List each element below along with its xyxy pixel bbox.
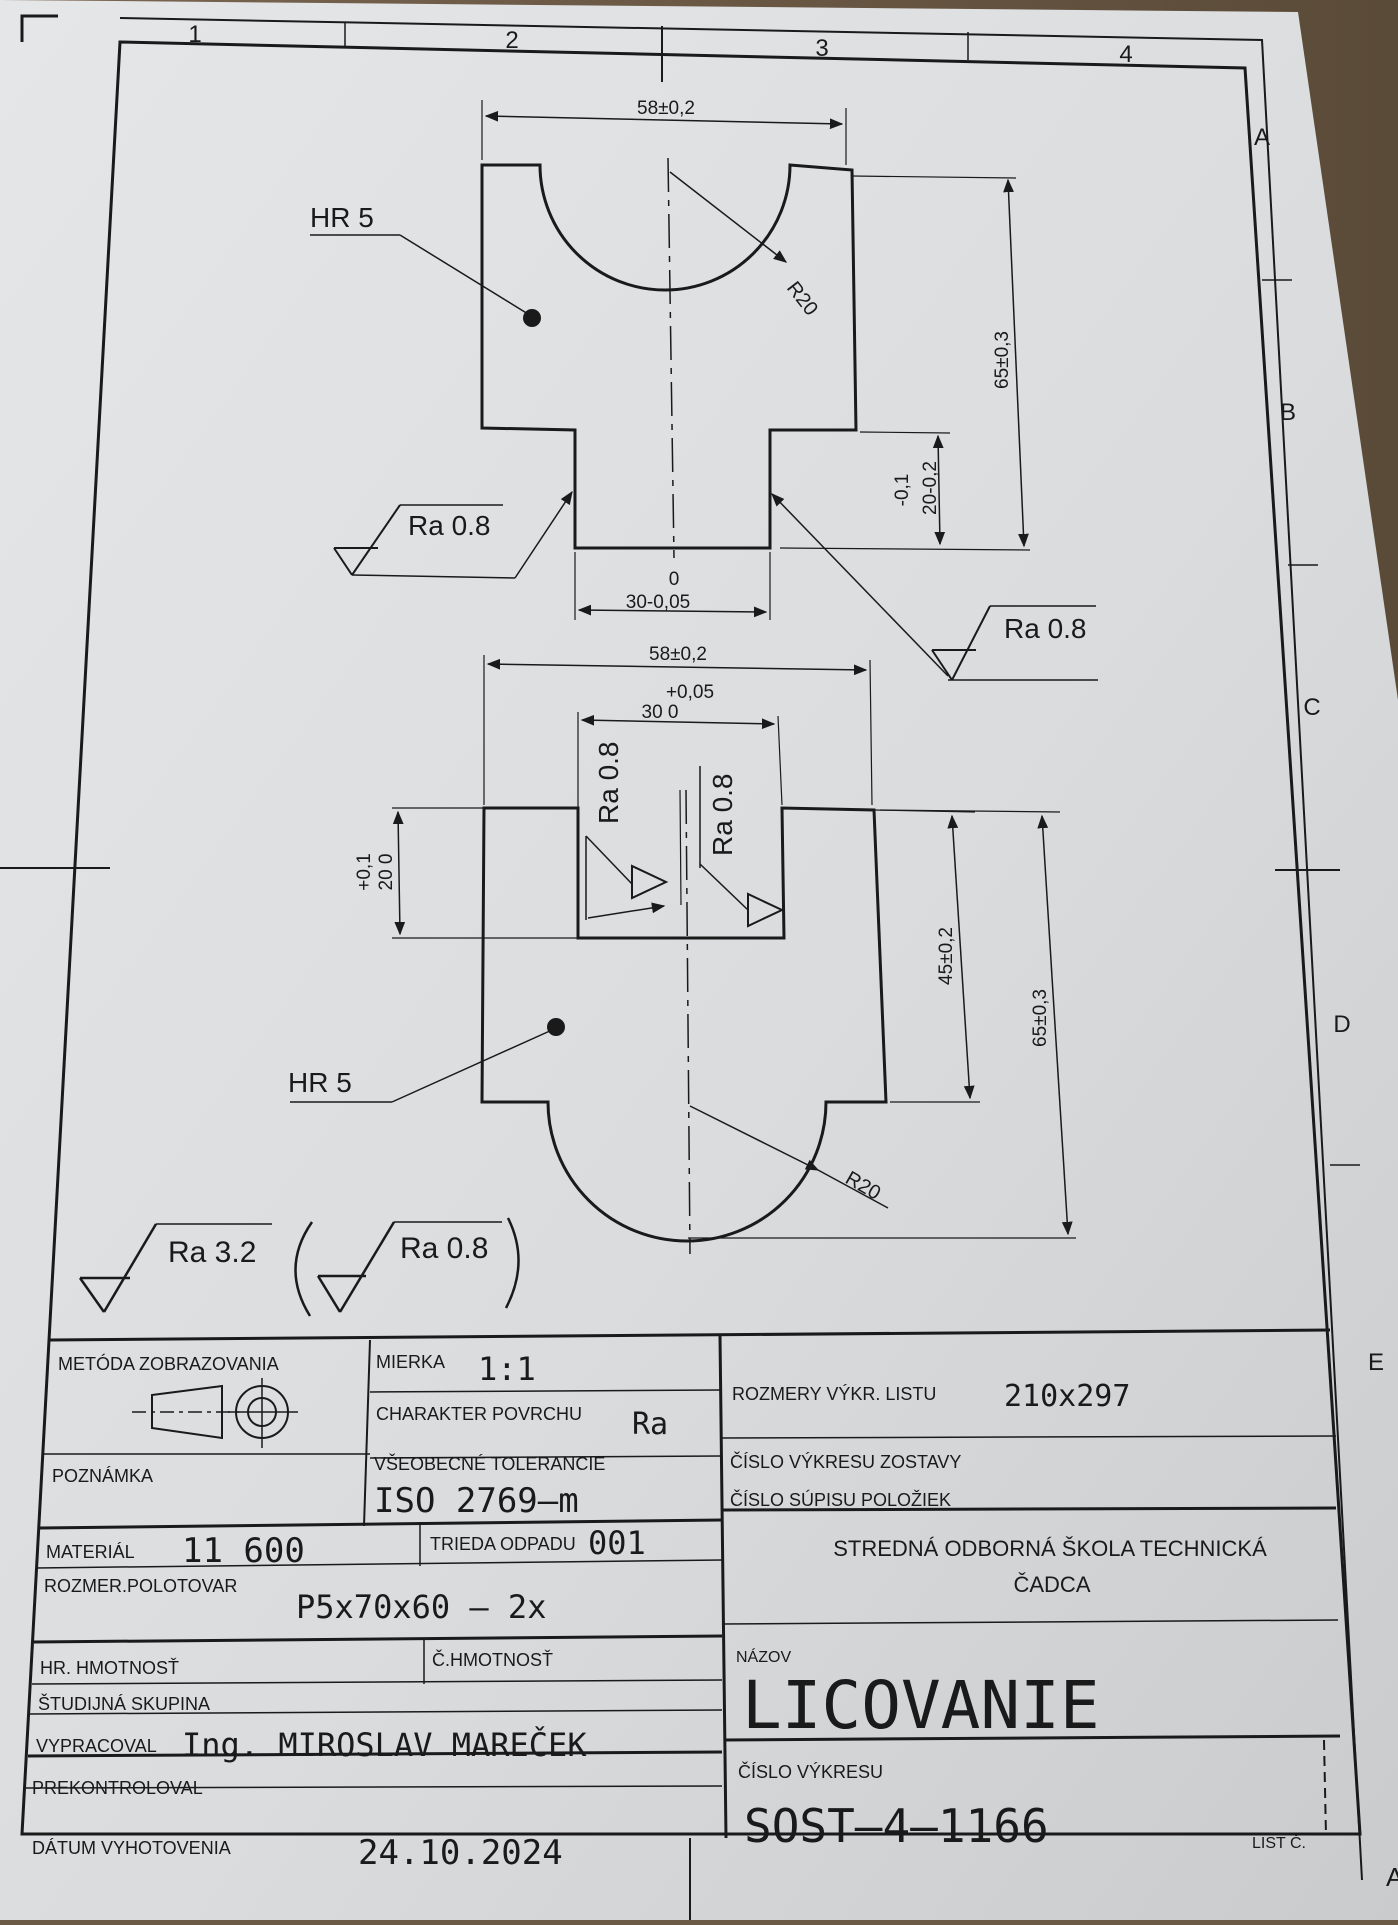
drawn-by-label: VYPRACOVAL <box>36 1736 157 1756</box>
top-tenon-height: 20-0,2 <box>920 461 941 515</box>
grid-columns: 1 2 3 4 <box>188 21 1133 82</box>
title-block: METÓDA ZOBRAZOVANIA MIERKA 1:1 CHARAKTER… <box>25 1328 1341 1873</box>
general-roughness-main: Ra 3.2 <box>168 1236 256 1269</box>
bottom-hardness-dot <box>547 1018 565 1036</box>
scale-label: MIERKA <box>376 1352 445 1372</box>
study-group-label: ŠTUDIJNÁ SKUPINA <box>38 1693 210 1714</box>
drawing-no-value: SOST–4–1166 <box>744 1799 1049 1853</box>
grid-col-3: 3 <box>815 35 828 62</box>
top-tenon-tol-zero: 0 <box>669 569 680 590</box>
grid-col-2: 2 <box>505 27 518 54</box>
waste-class-label: TRIEDA ODPADU <box>430 1534 576 1554</box>
assembly-no-label: ČÍSLO VÝKRESU ZOSTAVY <box>730 1451 961 1472</box>
material-label: MATERIÁL <box>46 1542 135 1562</box>
bottom-part-outline <box>480 806 888 1243</box>
tolerance-label: VŠEOBECNÉ TOLERANCIE <box>374 1453 605 1474</box>
inner-border <box>20 40 1362 1836</box>
bottom-hardness-label: HR 5 <box>288 1067 352 1098</box>
sheet-size-label: ROZMERY VÝKR. LISTU <box>732 1384 936 1404</box>
blank-size-label: ROZMER.POLOTOVAR <box>44 1576 237 1596</box>
projection-method-label: METÓDA ZOBRAZOVANIA <box>58 1353 279 1374</box>
gross-weight-label: HR. HMOTNOSŤ <box>40 1658 179 1678</box>
grid-row-b: B <box>1280 399 1296 426</box>
top-height-dim: 65±0,3 <box>992 331 1013 389</box>
grid-rows: A B C D E A4 <box>0 124 1398 1920</box>
bottom-roughness-slot-left: Ra 0.8 <box>593 742 624 825</box>
general-roughness-bracket: Ra 0.8 <box>400 1232 488 1265</box>
grid-row-e: E <box>1368 1349 1384 1376</box>
top-part-outline <box>480 163 858 550</box>
bottom-height-dim: 65±0,3 <box>1030 989 1051 1047</box>
corner-mark <box>20 14 58 42</box>
surface-label: CHARAKTER POVRCHU <box>376 1404 582 1424</box>
bottom-part: HR 5 58±0,2 +0,05 30 0 +0,1 20 0 45±0,2 … <box>288 644 1076 1255</box>
net-weight-label: Č.HMOTNOSŤ <box>432 1649 553 1670</box>
sheet-size-value: 210x297 <box>1004 1379 1130 1414</box>
grid-col-1: 1 <box>188 21 201 48</box>
school-line2: ČADCA <box>1013 1572 1090 1597</box>
checked-by-label: PREKONTROLOVAL <box>32 1778 203 1798</box>
grid-col-4: 4 <box>1119 41 1132 68</box>
bottom-roughness-slot-right: Ra 0.8 <box>707 774 738 857</box>
format-label: A4 <box>1386 1862 1398 1892</box>
top-roughness-right: Ra 0.8 <box>1004 613 1087 644</box>
date-label: DÁTUM VYHOTOVENIA <box>32 1838 231 1858</box>
top-width-dim: 58±0,2 <box>637 98 695 119</box>
top-roughness-left: Ra 0.8 <box>408 510 491 541</box>
outer-frame <box>119 17 1363 1881</box>
school-line1: STREDNÁ ODBORNÁ ŠKOLA TECHNICKÁ <box>833 1536 1267 1561</box>
bottom-slot-width: 30 0 <box>642 702 679 723</box>
name-value: LICOVANIE <box>742 1667 1100 1744</box>
bottom-slot-depth-tol: +0,1 <box>354 853 375 891</box>
waste-class-value: 001 <box>588 1524 646 1562</box>
top-hardness-label: HR 5 <box>310 202 374 233</box>
projection-symbol-icon <box>132 1378 298 1448</box>
date-value: 24.10.2024 <box>358 1833 563 1873</box>
tolerance-value: ISO 2769–m <box>374 1481 579 1521</box>
top-tenon-width: 30-0,05 <box>626 592 690 613</box>
grid-row-a: A <box>1254 124 1270 151</box>
top-part: HR 5 58±0,2 R20 65±0,3 -0,1 20-0,2 0 30-… <box>310 98 1098 681</box>
grid-row-c: C <box>1303 694 1320 721</box>
surface-value: Ra <box>632 1407 668 1442</box>
top-tenon-tol-upper: -0,1 <box>892 474 913 507</box>
parts-list-label: ČÍSLO SÚPISU POLOŽIEK <box>730 1489 951 1510</box>
scale-value: 1:1 <box>478 1350 536 1388</box>
note-label: POZNÁMKA <box>52 1466 153 1486</box>
name-label: NÁZOV <box>736 1647 791 1666</box>
bottom-inner-height: 45±0,2 <box>936 927 957 985</box>
bottom-part-centerline <box>685 789 691 1255</box>
grid-row-d: D <box>1333 1011 1350 1038</box>
top-part-centerline <box>667 157 675 559</box>
bottom-slot-depth: 20 0 <box>376 854 397 891</box>
drawing-no-label: ČÍSLO VÝKRESU <box>738 1761 883 1782</box>
bottom-slot-tol-upper: +0,05 <box>666 682 714 703</box>
bottom-width-dim: 58±0,2 <box>649 644 707 665</box>
general-roughness: Ra 3.2 Ra 0.8 <box>78 1217 520 1317</box>
material-value: 11 600 <box>182 1531 305 1571</box>
drawn-by-value: Ing. MIROSLAV MAREČEK <box>182 1725 587 1764</box>
sheet-no-label: LIST Č. <box>1252 1833 1306 1852</box>
blank-size-value: P5x70x60 – 2x <box>296 1588 546 1626</box>
